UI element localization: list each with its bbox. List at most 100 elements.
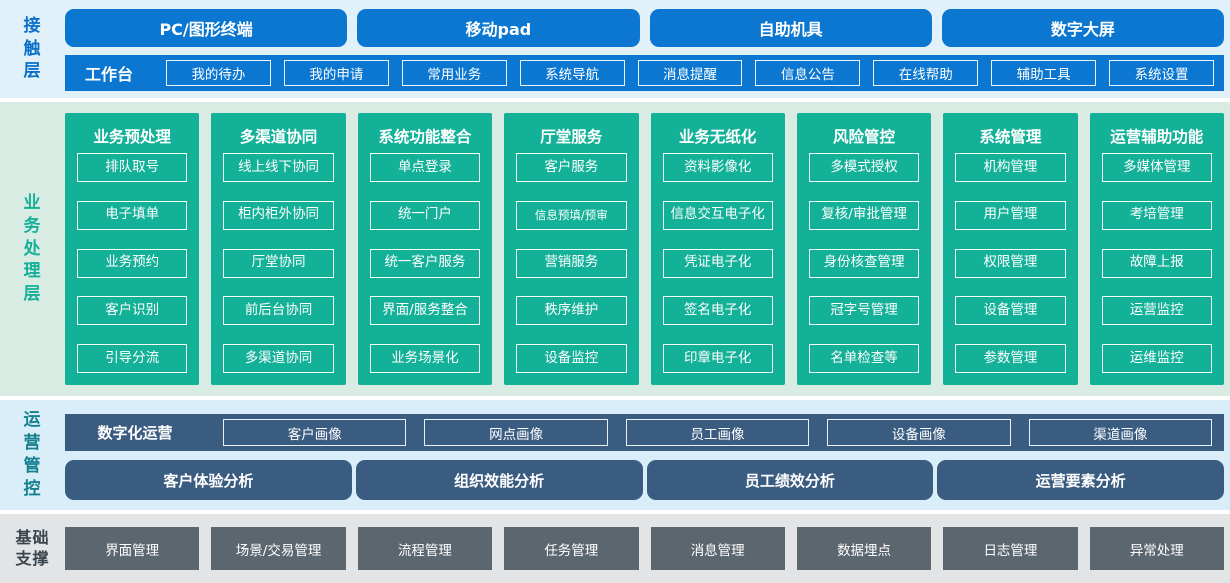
portrait-employee[interactable]: 员工画像	[625, 419, 810, 446]
base-ui-mgmt[interactable]: 界面管理	[65, 527, 200, 570]
touch-layer-label: 接触层	[23, 15, 42, 82]
base-layer-rail: 基础支撑	[0, 514, 65, 583]
module-document-imaging[interactable]: 资料影像化	[662, 153, 773, 182]
portrait-customer[interactable]: 客户画像	[223, 419, 407, 446]
workbench-item-todo[interactable]: 我的待办	[166, 60, 271, 86]
terminal-pc[interactable]: PC/图形终端	[65, 9, 348, 47]
module-order-maintenance[interactable]: 秩序维护	[516, 296, 627, 326]
workbench-item-online-help[interactable]: 在线帮助	[873, 60, 979, 86]
module-front-back-coord[interactable]: 前后台协同	[223, 296, 334, 326]
touch-layer: 接触层 PC/图形终端 移动pad 自助机具 数字大屏 工作台 我的待办 我的申…	[0, 0, 1230, 98]
terminal-selfservice[interactable]: 自助机具	[649, 9, 932, 47]
column-title: 系统管理	[979, 128, 1042, 146]
base-message-mgmt[interactable]: 消息管理	[650, 527, 785, 570]
terminal-pad[interactable]: 移动pad	[357, 9, 640, 47]
module-guide-divert[interactable]: 引导分流	[77, 344, 188, 373]
analysis-operation-factors[interactable]: 运营要素分析	[937, 460, 1224, 500]
base-data-tracking[interactable]: 数据埋点	[796, 527, 932, 570]
business-layer-rail: 业务处理层	[0, 102, 65, 396]
module-marketing-service[interactable]: 营销服务	[516, 248, 627, 278]
column-system-integration: 系统功能整合 单点登录 统一门户 统一客户服务 界面/服务整合 业务场景化	[357, 113, 493, 385]
module-customer-service[interactable]: 客户服务	[516, 153, 627, 182]
column-title: 风险管控	[833, 128, 896, 146]
module-org-mgmt[interactable]: 机构管理	[955, 153, 1066, 182]
section-divider	[0, 510, 1230, 514]
operations-layer-label: 运营管控	[23, 410, 42, 499]
business-processing-layer: 业务处理层 业务预处理 排队取号 电子填单 业务预约 客户识别 引导分流 多渠道…	[0, 102, 1230, 396]
module-multimedia-mgmt[interactable]: 多媒体管理	[1101, 153, 1212, 182]
base-scenario-transaction-mgmt[interactable]: 场景/交易管理	[211, 527, 346, 570]
section-divider	[0, 396, 1230, 400]
base-exception-handling[interactable]: 异常处理	[1089, 527, 1224, 570]
module-business-scenario[interactable]: 业务场景化	[369, 344, 481, 373]
portrait-equipment[interactable]: 设备画像	[827, 419, 1011, 446]
module-customer-id[interactable]: 客户识别	[77, 296, 188, 326]
portrait-channel[interactable]: 渠道画像	[1028, 419, 1213, 446]
portrait-branch[interactable]: 网点画像	[424, 419, 608, 446]
module-unified-portal[interactable]: 统一门户	[369, 200, 481, 230]
module-multi-mode-auth[interactable]: 多模式授权	[808, 153, 920, 182]
module-permission-mgmt[interactable]: 权限管理	[955, 248, 1066, 278]
workbench-item-notifications[interactable]: 消息提醒	[637, 60, 743, 86]
module-e-form[interactable]: 电子填单	[77, 200, 188, 230]
module-fault-report[interactable]: 故障上报	[1101, 248, 1212, 278]
module-unified-customer-service[interactable]: 统一客户服务	[369, 248, 481, 278]
module-training-mgmt[interactable]: 考培管理	[1101, 200, 1212, 230]
module-operation-monitor[interactable]: 运营监控	[1101, 296, 1212, 326]
module-multi-channel-coord[interactable]: 多渠道协同	[223, 344, 334, 373]
module-identity-verification[interactable]: 身份核查管理	[808, 248, 920, 278]
module-voucher-electronic[interactable]: 凭证电子化	[662, 248, 773, 278]
module-appointment[interactable]: 业务预约	[77, 248, 188, 278]
module-counter-coord[interactable]: 柜内柜外协同	[223, 200, 334, 230]
module-equipment-mgmt[interactable]: 设备管理	[955, 296, 1066, 326]
module-ui-service-integration[interactable]: 界面/服务整合	[369, 296, 481, 326]
module-review-approval[interactable]: 复核/审批管理	[808, 200, 920, 230]
module-signature-electronic[interactable]: 签名电子化	[662, 296, 773, 326]
module-info-exchange-electronic[interactable]: 信息交互电子化	[662, 200, 773, 230]
module-online-offline[interactable]: 线上线下协同	[223, 153, 334, 182]
base-support-layer: 基础支撑 界面管理 场景/交易管理 流程管理 任务管理 消息管理 数据埋点 日志…	[0, 514, 1230, 583]
base-log-mgmt[interactable]: 日志管理	[943, 527, 1078, 570]
module-sso[interactable]: 单点登录	[369, 153, 481, 182]
column-title: 厅堂服务	[540, 128, 603, 146]
module-maintenance-monitor[interactable]: 运维监控	[1101, 344, 1212, 373]
workbench-item-common-business[interactable]: 常用业务	[401, 60, 507, 86]
base-row: 界面管理 场景/交易管理 流程管理 任务管理 消息管理 数据埋点 日志管理 异常…	[65, 527, 1224, 570]
column-pre-processing: 业务预处理 排队取号 电子填单 业务预约 客户识别 引导分流	[65, 113, 200, 385]
touch-layer-rail: 接触层	[0, 0, 65, 98]
module-info-prefill[interactable]: 信息预填/预审	[516, 200, 627, 230]
digital-operations-bar: 数字化运营 客户画像 网点画像 员工画像 设备画像 渠道画像	[65, 414, 1224, 451]
workbench-label: 工作台	[84, 65, 133, 84]
analysis-org-efficiency[interactable]: 组织效能分析	[355, 460, 643, 500]
base-process-mgmt[interactable]: 流程管理	[357, 527, 493, 570]
column-title: 业务无纸化	[678, 128, 757, 146]
module-hall-coord[interactable]: 厅堂协同	[223, 248, 334, 278]
module-device-monitor[interactable]: 设备监控	[516, 344, 627, 373]
workbench-item-applications[interactable]: 我的申请	[283, 60, 389, 86]
module-parameter-mgmt[interactable]: 参数管理	[955, 344, 1066, 373]
module-queue-ticket[interactable]: 排队取号	[77, 153, 188, 182]
base-task-mgmt[interactable]: 任务管理	[504, 527, 639, 570]
terminal-bigscreen[interactable]: 数字大屏	[941, 9, 1224, 47]
analysis-employee-performance[interactable]: 员工绩效分析	[646, 460, 934, 500]
workbench-item-tools[interactable]: 辅助工具	[991, 60, 1097, 86]
module-list-check[interactable]: 名单检查等	[808, 344, 920, 373]
workbench-item-navigation[interactable]: 系统导航	[519, 60, 625, 86]
module-seal-electronic[interactable]: 印章电子化	[662, 344, 773, 373]
digital-operations-label: 数字化运营	[97, 424, 173, 442]
column-multi-channel: 多渠道协同 线上线下协同 柜内柜外协同 厅堂协同 前后台协同 多渠道协同	[211, 113, 346, 385]
analysis-customer-experience[interactable]: 客户体验分析	[65, 460, 352, 500]
workbench-item-settings[interactable]: 系统设置	[1109, 60, 1215, 86]
module-user-mgmt[interactable]: 用户管理	[955, 200, 1066, 230]
column-ops-auxiliary: 运营辅助功能 多媒体管理 考培管理 故障上报 运营监控 运维监控	[1089, 113, 1224, 385]
column-title: 多渠道协同	[239, 128, 318, 146]
operations-layer-rail: 运营管控	[0, 400, 65, 510]
workbench-item-announcements[interactable]: 信息公告	[755, 60, 861, 86]
column-title: 系统功能整合	[378, 128, 472, 146]
column-risk-control: 风险管控 多模式授权 复核/审批管理 身份核查管理 冠字号管理 名单检查等	[796, 113, 932, 385]
column-system-mgmt: 系统管理 机构管理 用户管理 权限管理 设备管理 参数管理	[943, 113, 1078, 385]
section-divider	[0, 98, 1230, 102]
module-serial-number-mgmt[interactable]: 冠字号管理	[808, 296, 920, 326]
analysis-row: 客户体验分析 组织效能分析 员工绩效分析 运营要素分析	[65, 460, 1224, 500]
workbench-bar: 工作台 我的待办 我的申请 常用业务 系统导航 消息提醒 信息公告 在线帮助 辅…	[65, 55, 1224, 91]
